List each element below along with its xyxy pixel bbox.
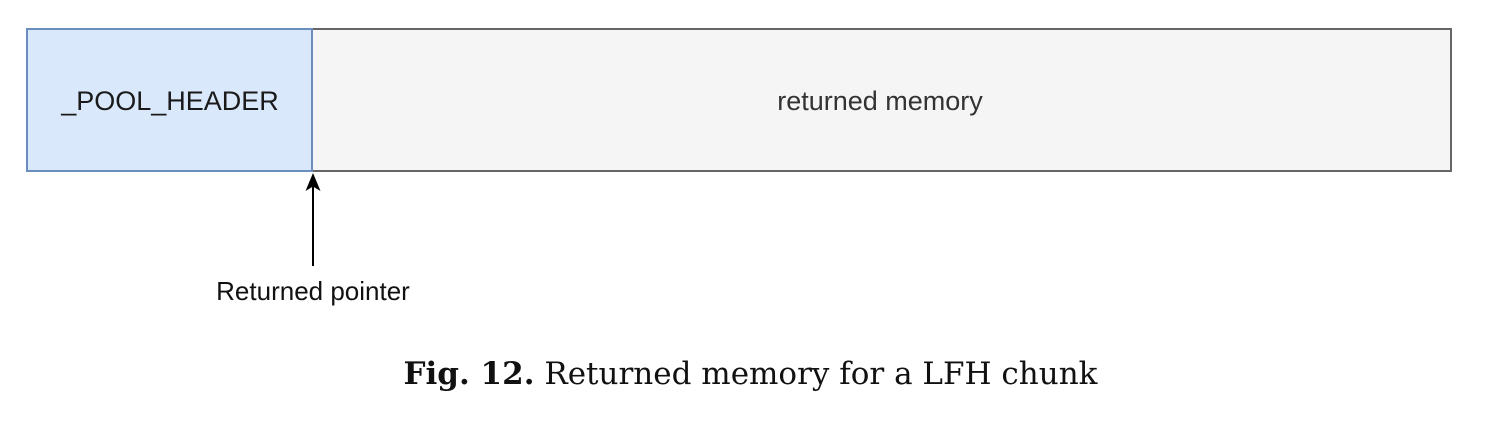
pool-header-label: _POOL_HEADER [60, 86, 279, 116]
figure-caption: Fig. 12. Returned memory for a LFH chunk [0, 356, 1501, 392]
returned-memory-label: returned memory [777, 86, 983, 116]
figure-number: Fig. 12. [403, 356, 535, 392]
returned-memory-box [311, 28, 1452, 172]
returned-pointer-arrow [305, 173, 321, 266]
figure-caption-text: Returned memory for a LFH chunk [544, 356, 1098, 392]
pool-header-box [26, 28, 313, 172]
arrow-head-icon [305, 173, 321, 191]
returned-pointer-label: Returned pointer [216, 276, 410, 306]
